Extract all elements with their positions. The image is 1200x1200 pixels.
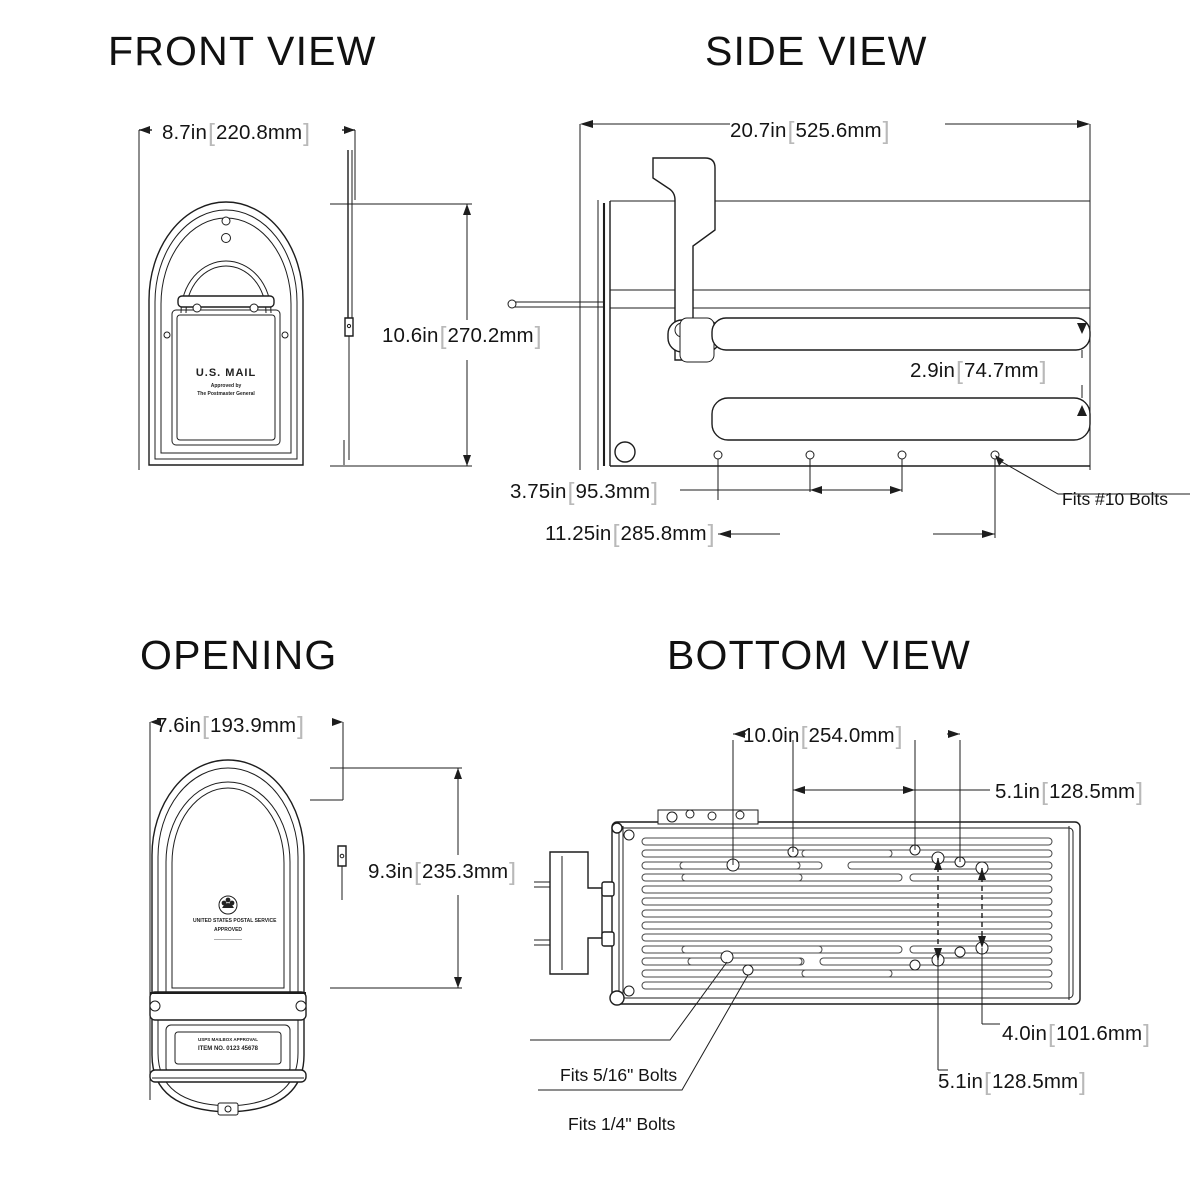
opening-height-mm: 235.3mm (422, 860, 509, 883)
opening-logo-text-line2: APPROVED (213, 927, 243, 933)
bottom-cross-upper-inches: 5.1in (938, 1070, 983, 1093)
side-inner-hole-dimension-label: 3.75in[95.3mm] (510, 478, 659, 506)
front-approved-line2: The Postmaster General (197, 391, 255, 397)
side-view-panel: SIDE VIEW 20.7in[525.6mm] 2.9in[74.7mm] … (490, 0, 1200, 600)
opening-view-panel: OPENING 7.6in[193.9mm] 9.3in[235.3mm] (0, 600, 560, 1200)
bottom-inner-span-inches: 5.1in (995, 780, 1040, 803)
side-inner-hole-inches: 3.75in (510, 480, 567, 503)
front-width-mm: 220.8mm (216, 121, 303, 144)
side-inner-hole-mm: 95.3mm (575, 480, 651, 503)
side-length-dimension-label: 20.7in[525.6mm] (730, 117, 890, 145)
bottom-view-drawing (490, 730, 1200, 1200)
front-us-mail-text: U.S. MAIL (195, 367, 257, 379)
bottom-view-panel: BOTTOM VIEW 10.0in[254.0mm] 5.1in[128.5m… (490, 600, 1200, 1200)
bottom-outer-span-dimension-label: 10.0in[254.0mm] (743, 722, 903, 750)
opening-view-drawing (0, 718, 462, 1200)
side-view-title: SIDE VIEW (705, 28, 928, 74)
side-outer-hole-inches: 11.25in (545, 522, 612, 545)
front-approved-line1: Approved by (210, 383, 242, 389)
opening-plate-text-line1: USPS MAILBOX APPROVAL (197, 1037, 258, 1042)
side-view-drawing (490, 120, 1200, 538)
side-length-inches: 20.7in (730, 119, 787, 142)
bottom-bolt-note-516: Fits 5/16" Bolts (560, 1065, 678, 1085)
front-view-title: FRONT VIEW (108, 28, 377, 74)
bottom-inner-span-mm: 128.5mm (1049, 780, 1136, 803)
opening-width-inches: 7.6in (156, 714, 201, 737)
opening-plate-text-line2: ITEM NO. 0123 45678 (197, 1046, 259, 1052)
side-bracket-gap-dimension-label: 2.9in[74.7mm] (910, 357, 1047, 385)
opening-width-mm: 193.9mm (210, 714, 297, 737)
bottom-cross-lower-inches: 4.0in (1002, 1022, 1047, 1045)
bottom-outer-span-mm: 254.0mm (808, 724, 895, 747)
side-outer-hole-mm: 285.8mm (620, 522, 707, 545)
front-width-dimension-label: 8.7in[220.8mm] (162, 119, 311, 147)
bottom-inner-span-dimension-label: 5.1in[128.5mm] (995, 778, 1144, 806)
opening-logo-text-line1: UNITED STATES POSTAL SERVICE (193, 918, 277, 924)
front-height-inches: 10.6in (382, 324, 439, 347)
bottom-cross-lower-mm: 101.6mm (1056, 1022, 1143, 1045)
bottom-cross-upper-dimension-label: 5.1in[128.5mm] (938, 1068, 1087, 1096)
opening-height-dimension-label: 9.3in[235.3mm] (368, 858, 517, 886)
opening-logo-text-line3: ——————— (214, 936, 242, 941)
bottom-bolt-note-14: Fits 1/4" Bolts (568, 1114, 676, 1134)
bottom-view-title: BOTTOM VIEW (667, 632, 972, 678)
bottom-outer-span-inches: 10.0in (743, 724, 800, 747)
bottom-cross-upper-mm: 128.5mm (992, 1070, 1079, 1093)
side-bracket-gap-inches: 2.9in (910, 359, 955, 382)
opening-height-inches: 9.3in (368, 860, 413, 883)
front-view-panel: FRONT VIEW 8.7in[220.8mm] 10.6in[270.2mm… (0, 0, 560, 600)
front-height-mm: 270.2mm (447, 324, 534, 347)
side-length-mm: 525.6mm (795, 119, 882, 142)
opening-view-title: OPENING (140, 632, 338, 678)
side-outer-hole-dimension-label: 11.25in[285.8mm] (545, 520, 715, 548)
bottom-cross-lower-dimension-label: 4.0in[101.6mm] (1002, 1020, 1151, 1048)
side-bracket-gap-mm: 74.7mm (964, 359, 1039, 382)
front-width-inches: 8.7in (162, 121, 207, 144)
front-view-drawing (0, 126, 560, 600)
opening-width-dimension-label: 7.6in[193.9mm] (156, 712, 305, 740)
front-height-dimension-label: 10.6in[270.2mm] (382, 322, 542, 350)
